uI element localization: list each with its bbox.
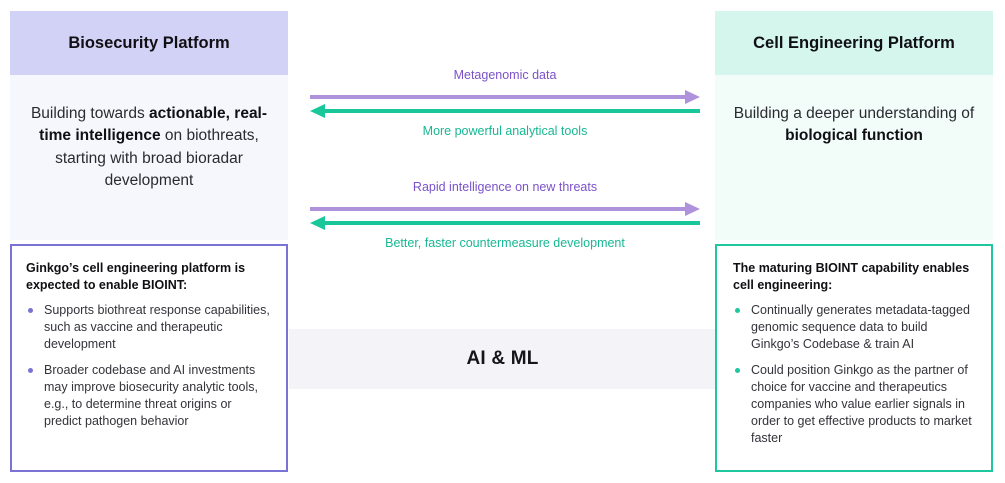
list-item-text: Continually generates metadata-tagged ge… — [751, 303, 970, 352]
callout-biosecurity: Ginkgo’s cell engineering platform is ex… — [10, 244, 288, 472]
bullet-icon — [28, 308, 33, 314]
arrow-line-icon — [310, 95, 686, 99]
arrow-head-right-icon — [685, 202, 700, 216]
arrow-label-countermeasure-development: Better, faster countermeasure developmen… — [385, 236, 625, 250]
arrow-leftward-lower — [310, 216, 700, 230]
ai-ml-band: AI & ML — [289, 329, 716, 389]
platform-biosecurity: Biosecurity Platform Building towards ac… — [10, 11, 288, 240]
arrow-group-upper: Metagenomic data More powerful analytica… — [310, 68, 700, 139]
arrow-line-icon — [324, 109, 700, 113]
arrow-rightward-lower — [310, 202, 700, 216]
arrow-label-metagenomic-data: Metagenomic data — [453, 68, 557, 82]
ai-ml-label: AI & ML — [466, 348, 539, 369]
callout-bullet-list-biosecurity: Supports biothreat response capabilities… — [26, 302, 272, 430]
arrow-label-analytical-tools: More powerful analytical tools — [422, 124, 588, 138]
list-item: Could position Ginkgo as the partner of … — [733, 362, 977, 447]
list-item: Continually generates metadata-tagged ge… — [733, 302, 977, 353]
list-item-text: Could position Ginkgo as the partner of … — [751, 363, 972, 446]
arrow-leftward-upper — [310, 104, 700, 118]
bullet-icon — [735, 308, 740, 314]
callout-title-biosecurity: Ginkgo’s cell engineering platform is ex… — [26, 261, 246, 292]
arrow-group-lower: Rapid intelligence on new threats Better… — [310, 180, 700, 251]
bullet-icon — [28, 368, 33, 374]
list-item-text: Broader codebase and AI investments may … — [44, 363, 258, 429]
arrow-line-icon — [324, 221, 700, 225]
list-item: Supports biothreat response capabilities… — [26, 302, 272, 353]
arrow-label-rapid-intelligence: Rapid intelligence on new threats — [412, 180, 598, 194]
list-item-text: Supports biothreat response capabilities… — [44, 303, 270, 352]
callout-title-cell-engineering: The maturing BIOINT capability enables c… — [733, 261, 970, 292]
callout-bullet-list-cell-engineering: Continually generates metadata-tagged ge… — [733, 302, 977, 447]
platform-description-biosecurity: Building towards actionable, real-time i… — [30, 105, 268, 190]
list-item: Broader codebase and AI investments may … — [26, 362, 272, 430]
platform-description-cell-engineering: Building a deeper understanding of biolo… — [733, 105, 975, 145]
platform-title-cell-engineering: Cell Engineering Platform — [753, 33, 955, 52]
platform-header-biosecurity: Biosecurity Platform — [10, 11, 288, 75]
platform-body-cell-engineering: Building a deeper understanding of biolo… — [715, 75, 993, 240]
arrow-line-icon — [310, 207, 686, 211]
platform-body-biosecurity: Building towards actionable, real-time i… — [10, 75, 288, 240]
arrow-rightward-upper — [310, 90, 700, 104]
platform-header-cell-engineering: Cell Engineering Platform — [715, 11, 993, 75]
arrow-head-left-icon — [310, 216, 325, 230]
callout-cell-engineering: The maturing BIOINT capability enables c… — [715, 244, 993, 472]
bullet-icon — [735, 368, 740, 374]
arrow-head-left-icon — [310, 104, 325, 118]
platform-cell-engineering: Cell Engineering Platform Building a dee… — [715, 11, 993, 240]
arrow-head-right-icon — [685, 90, 700, 104]
platform-title-biosecurity: Biosecurity Platform — [68, 33, 230, 52]
